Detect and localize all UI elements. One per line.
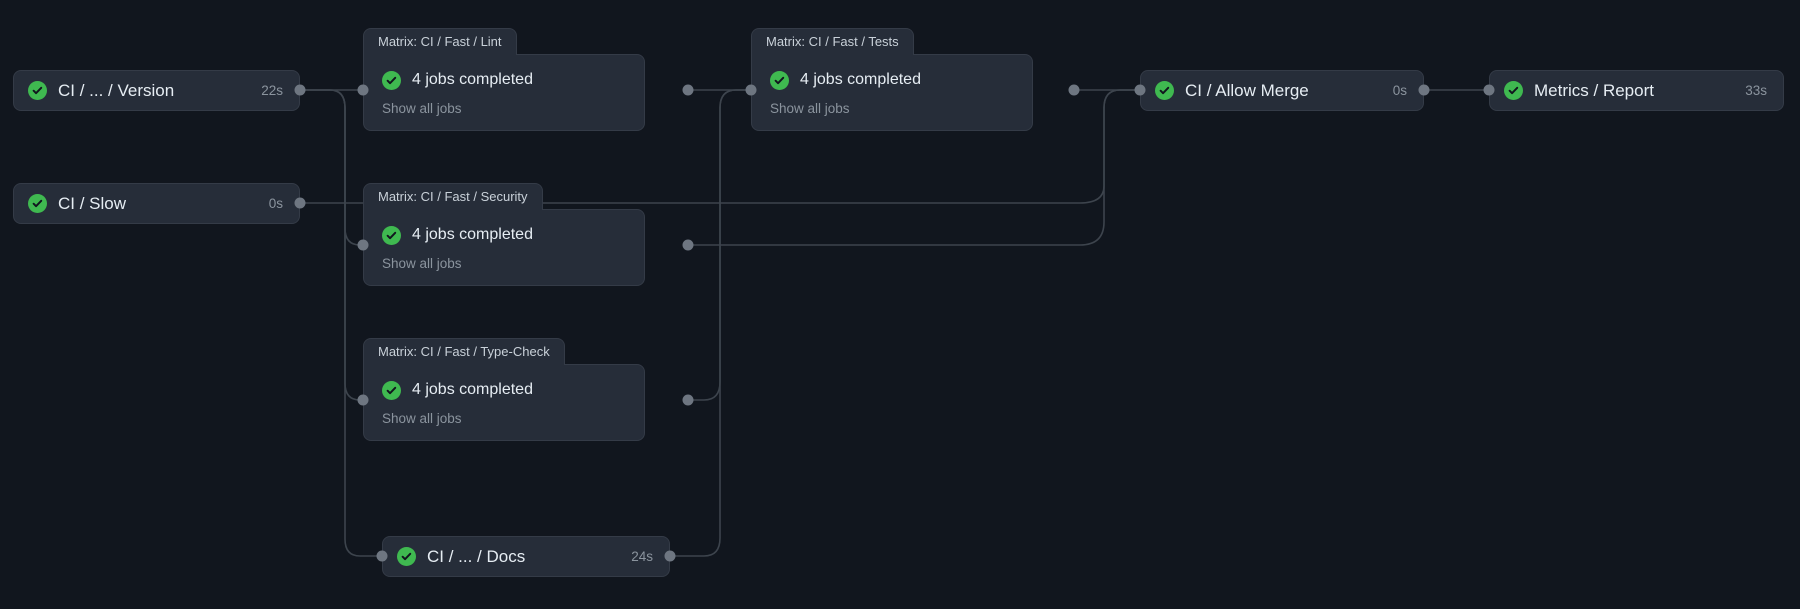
check-circle-icon (28, 81, 47, 100)
matrix-summary: 4 jobs completed (800, 71, 921, 89)
input-handle-metrics[interactable] (1483, 84, 1495, 96)
node-duration: 0s (1392, 83, 1407, 98)
matrix-body: 4 jobs completed Show all jobs (363, 208, 645, 286)
matrix-group-type-check[interactable]: Matrix: CI / Fast / Type-Check 4 jobs co… (363, 338, 645, 441)
check-circle-icon (1504, 81, 1523, 100)
matrix-group-tests[interactable]: Matrix: CI / Fast / Tests 4 jobs complet… (751, 28, 1033, 131)
check-circle-icon (397, 547, 416, 566)
matrix-title: Matrix: CI / Fast / Type-Check (363, 338, 565, 365)
check-circle-icon (382, 225, 401, 245)
matrix-title: Matrix: CI / Fast / Tests (751, 28, 914, 55)
check-circle-icon (382, 380, 401, 400)
show-all-jobs-link[interactable]: Show all jobs (382, 100, 462, 116)
matrix-body: 4 jobs completed Show all jobs (363, 363, 645, 441)
matrix-summary: 4 jobs completed (412, 226, 533, 244)
output-handle-version[interactable] (294, 84, 306, 96)
input-handle-tests[interactable] (745, 84, 757, 96)
node-ci-slow[interactable]: CI / Slow 0s (13, 183, 300, 224)
node-label: CI / Slow (58, 193, 127, 213)
node-ci-allow-merge[interactable]: CI / Allow Merge 0s (1140, 70, 1424, 111)
matrix-title: Matrix: CI / Fast / Security (363, 183, 543, 210)
node-duration: 0s (268, 196, 283, 211)
show-all-jobs-link[interactable]: Show all jobs (382, 255, 462, 271)
output-handle-docs[interactable] (664, 550, 676, 562)
check-circle-icon (382, 70, 401, 90)
node-ci-docs[interactable]: CI / ... / Docs 24s (382, 536, 670, 577)
matrix-group-lint[interactable]: Matrix: CI / Fast / Lint 4 jobs complete… (363, 28, 645, 131)
input-handle-allow-merge[interactable] (1134, 84, 1146, 96)
node-label: Metrics / Report (1534, 80, 1654, 100)
check-circle-icon (28, 194, 47, 213)
check-circle-icon (1155, 81, 1174, 100)
show-all-jobs-link[interactable]: Show all jobs (382, 410, 462, 426)
output-handle-allow-merge[interactable] (1418, 84, 1430, 96)
node-label: CI / Allow Merge (1185, 80, 1309, 100)
matrix-summary: 4 jobs completed (412, 71, 533, 89)
input-handle-type-check[interactable] (357, 394, 369, 406)
node-duration: 33s (1745, 83, 1767, 98)
input-handle-security[interactable] (357, 239, 369, 251)
matrix-body: 4 jobs completed Show all jobs (363, 53, 645, 131)
node-duration: 24s (631, 549, 653, 564)
output-handle-type-check[interactable] (682, 394, 694, 406)
matrix-title: Matrix: CI / Fast / Lint (363, 28, 517, 55)
node-ci-version[interactable]: CI / ... / Version 22s (13, 70, 300, 111)
show-all-jobs-link[interactable]: Show all jobs (770, 100, 850, 116)
output-handle-slow[interactable] (294, 197, 306, 209)
matrix-summary: 4 jobs completed (412, 381, 533, 399)
node-label: CI / ... / Version (58, 80, 175, 100)
check-circle-icon (770, 70, 789, 90)
matrix-body: 4 jobs completed Show all jobs (751, 53, 1033, 131)
output-handle-lint[interactable] (682, 84, 694, 96)
node-metrics-report[interactable]: Metrics / Report 33s (1489, 70, 1784, 111)
output-handle-security[interactable] (682, 239, 694, 251)
input-handle-lint[interactable] (357, 84, 369, 96)
node-duration: 22s (261, 83, 283, 98)
matrix-group-security[interactable]: Matrix: CI / Fast / Security 4 jobs comp… (363, 183, 645, 286)
node-label: CI / ... / Docs (427, 546, 526, 566)
input-handle-docs[interactable] (376, 550, 388, 562)
output-handle-tests[interactable] (1068, 84, 1080, 96)
